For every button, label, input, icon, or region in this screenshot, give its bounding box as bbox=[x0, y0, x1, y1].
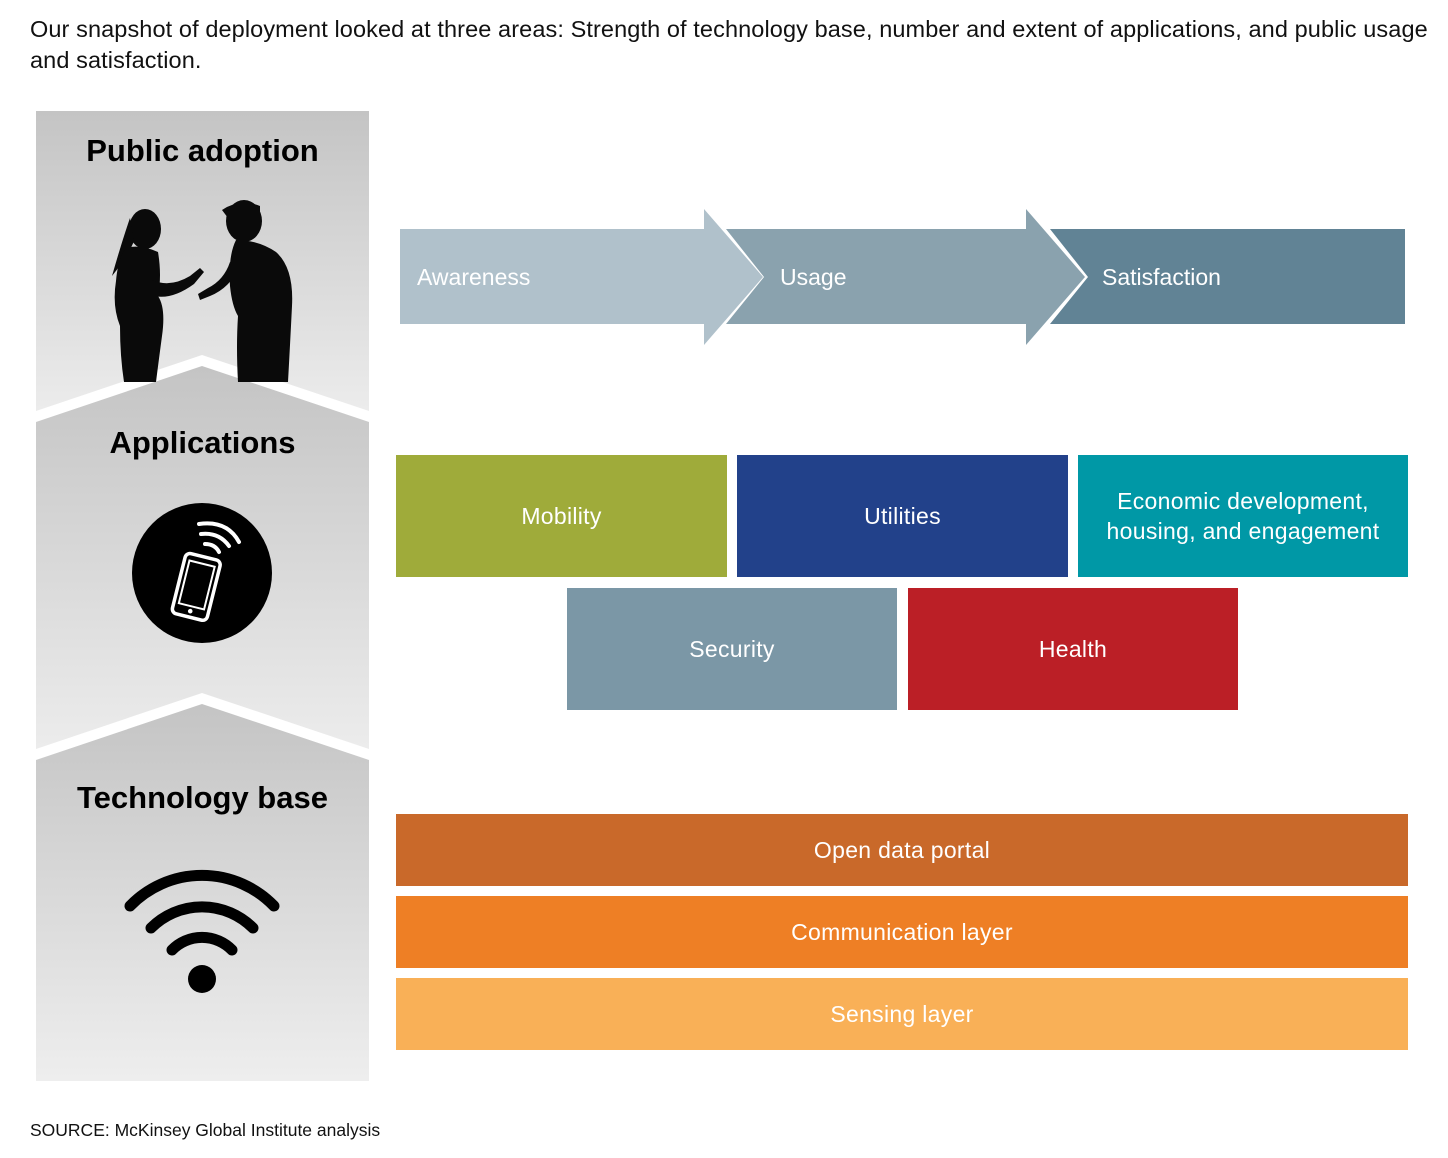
technology-layer-open-data-portal: Open data portal bbox=[396, 814, 1408, 886]
source-note: SOURCE: McKinsey Global Institute analys… bbox=[30, 1120, 381, 1140]
wifi-icon bbox=[124, 869, 280, 993]
application-box-health: Health bbox=[908, 588, 1238, 710]
flow-label-satisfaction: Satisfaction bbox=[1102, 264, 1221, 290]
section-title-technology-base: Technology base bbox=[77, 780, 328, 815]
flow-label-usage: Usage bbox=[780, 264, 847, 290]
section-title-public-adoption: Public adoption bbox=[86, 133, 319, 168]
technology-layer-communication: Communication layer bbox=[396, 896, 1408, 968]
application-box-utilities: Utilities bbox=[737, 455, 1068, 577]
flow-arrow-awareness bbox=[400, 209, 763, 345]
section-title-applications: Applications bbox=[109, 425, 296, 460]
technology-base-panel bbox=[36, 704, 369, 1081]
application-box-security: Security bbox=[567, 588, 897, 710]
technology-layer-sensing: Sensing layer bbox=[396, 978, 1408, 1050]
flow-arrow-satisfaction bbox=[1050, 229, 1405, 324]
flow-label-awareness: Awareness bbox=[417, 264, 531, 290]
flow-arrow-usage bbox=[726, 209, 1085, 345]
mobile-phone-icon bbox=[132, 503, 272, 643]
heading: Our snapshot of deployment looked at thr… bbox=[30, 16, 1428, 73]
people-using-phones-icon bbox=[112, 200, 293, 382]
application-box-economic-development: Economic development, housing, and engag… bbox=[1078, 455, 1408, 577]
application-box-mobility: Mobility bbox=[396, 455, 727, 577]
